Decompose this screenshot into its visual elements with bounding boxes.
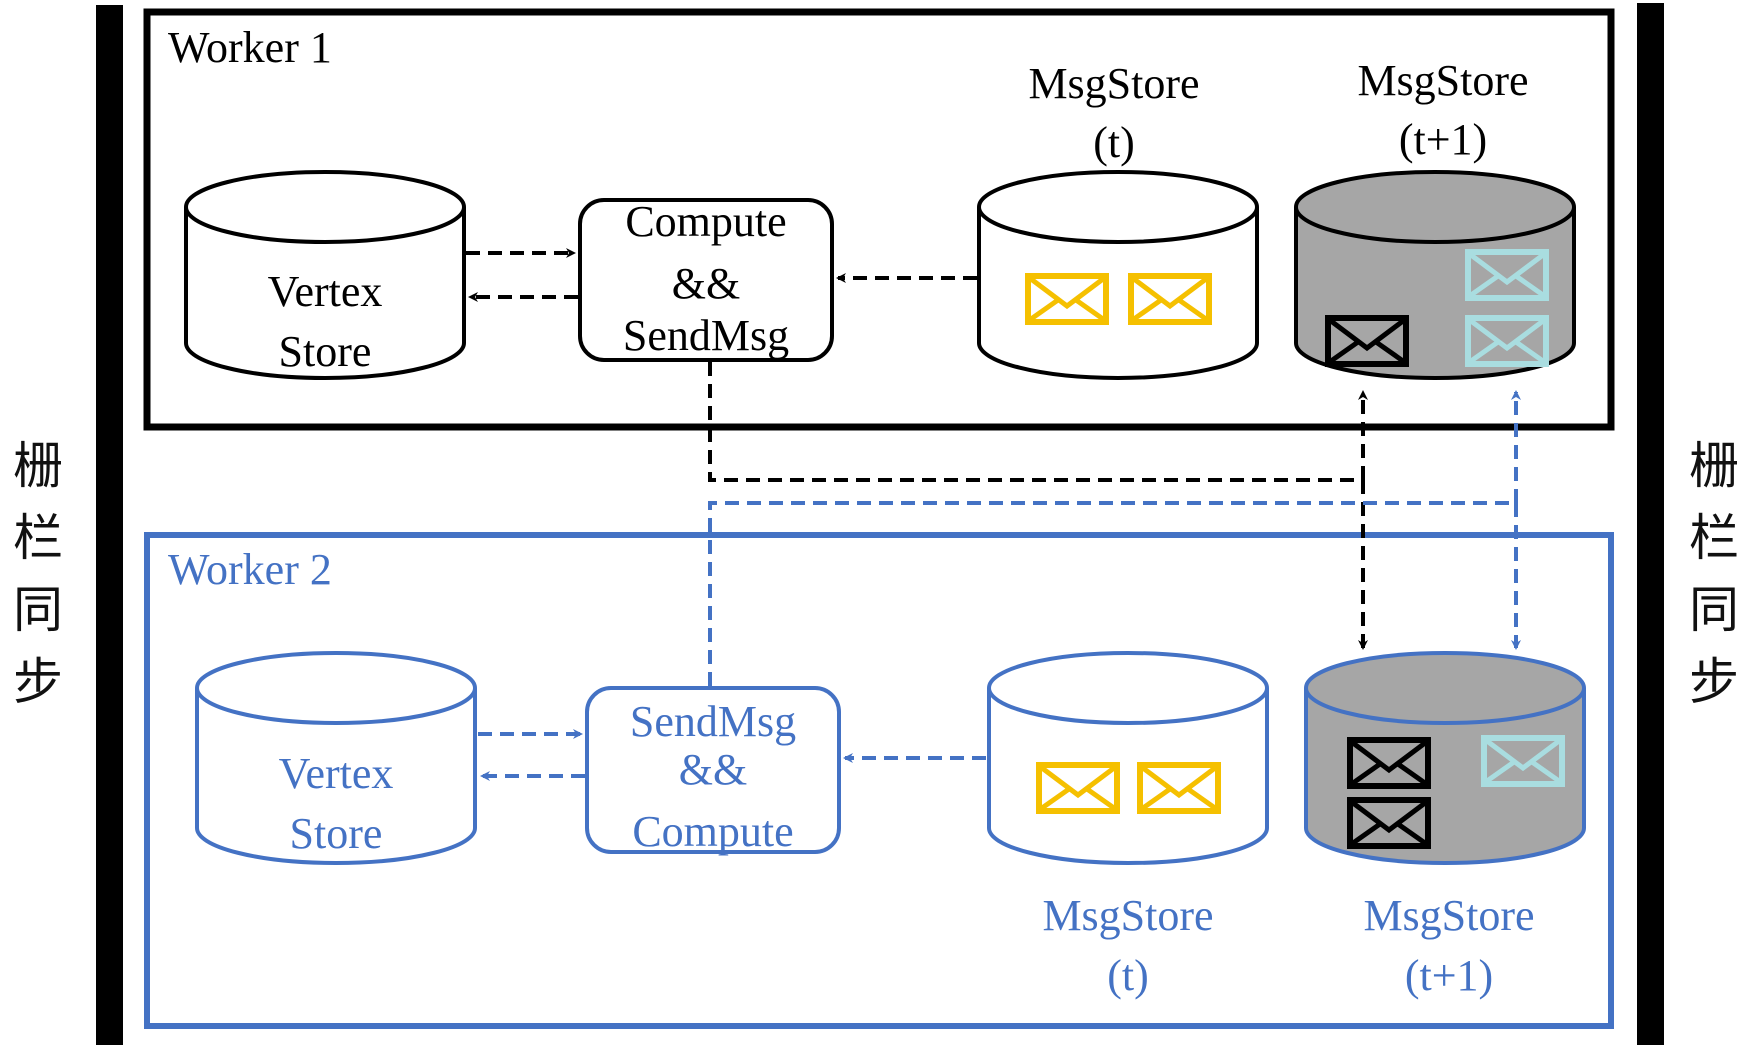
barrier-sync-label-right: 栅栏同步 [1689,437,1739,711]
worker2-vertex-store-label-1: Vertex [279,749,394,798]
worker1-title: Worker 1 [168,23,332,72]
worker1-vertex-store: Vertex Store [184,170,466,380]
worker1-compute-label-3: SendMsg [623,311,789,360]
route-w1-sendmsg [708,362,1363,482]
worker1-msgstore-t-label-1: MsgStore [1028,59,1199,108]
barrier-sync-label-left: 栅栏同步 [13,437,63,711]
worker2-vertex-store-label-2: Store [290,809,383,858]
database-cylinder-icon [184,207,466,380]
worker2-msgstore-t-label-2: (t) [1107,951,1149,1000]
worker1-vertex-store-label-2: Store [279,327,372,376]
worker2-title: Worker 2 [168,545,332,594]
worker2-msgstore-t: MsgStore (t) [987,651,1269,1000]
worker2-msgstore-t1-label-1: MsgStore [1363,891,1534,940]
worker2-compute-box: SendMsg && Compute [585,686,841,856]
worker1-compute-label-1: Compute [625,197,786,246]
worker1-msgstore-t1-label-2: (t+1) [1399,115,1487,164]
database-cylinder-icon [987,688,1269,865]
worker2-msgstore-t-label-1: MsgStore [1042,891,1213,940]
worker2-vertex-store: Vertex Store [195,651,477,865]
database-cylinder-icon [977,207,1259,380]
worker2-compute-label-2: && [679,745,747,794]
worker2-msgstore-t1-label-2: (t+1) [1405,951,1493,1000]
worker1-vertex-store-label-1: Vertex [268,267,383,316]
barrier-bar-left [96,5,123,1045]
worker1-msgstore-t: MsgStore (t) [977,59,1259,380]
worker1-msgstore-t1: MsgStore (t+1) [1294,56,1576,380]
route-w2-sendmsg [708,501,1516,686]
worker1-msgstore-t-label-2: (t) [1093,118,1135,167]
worker2-compute-label-1: SendMsg [630,697,796,746]
barrier-bar-right [1637,3,1664,1045]
worker2-box [144,532,1614,1029]
worker1-compute-box: Compute && SendMsg [578,197,834,362]
worker2-msgstore-t1: MsgStore (t+1) [1304,651,1586,1000]
worker1-compute-label-2: && [672,259,740,308]
database-cylinder-icon [195,688,477,865]
worker1-msgstore-t1-label-1: MsgStore [1357,56,1528,105]
worker1-box [143,8,1615,431]
worker2-compute-label-3: Compute [632,807,793,856]
